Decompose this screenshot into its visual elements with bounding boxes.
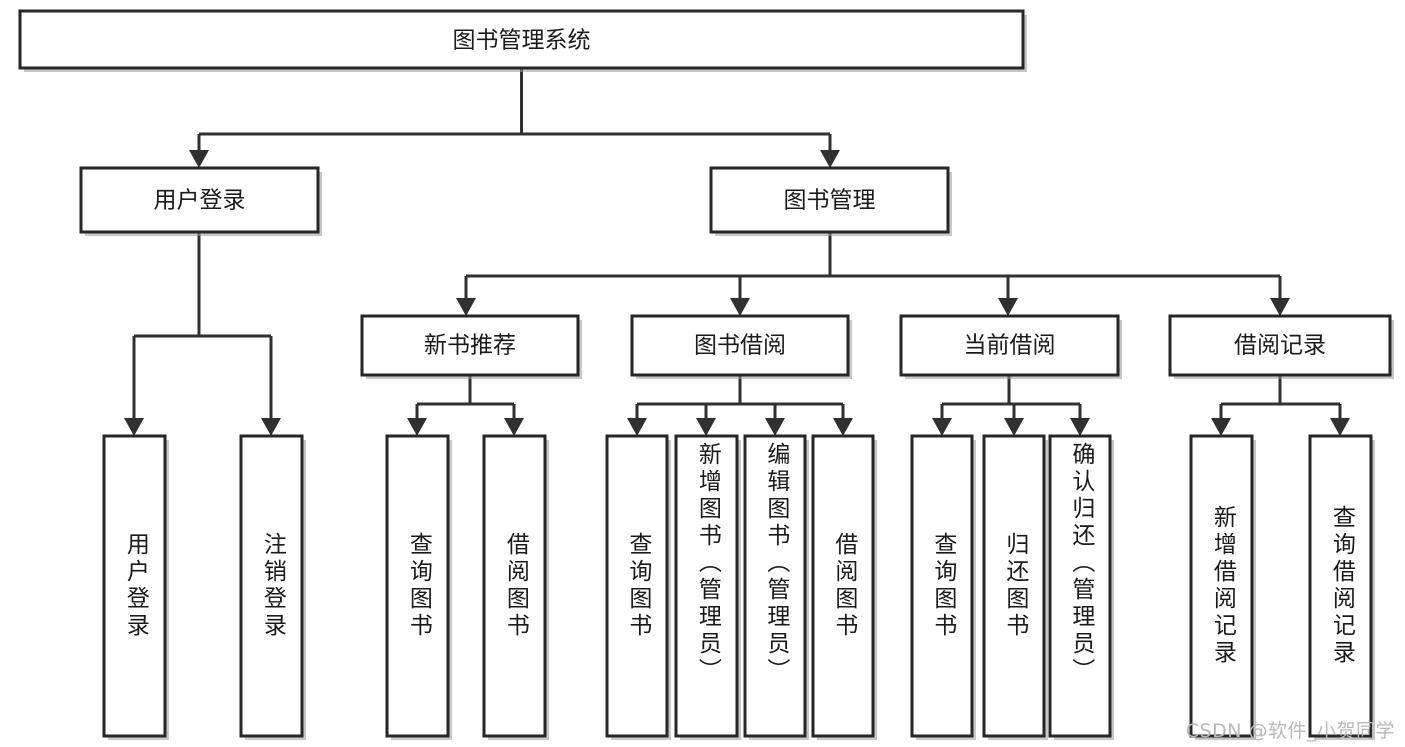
leaf-box bbox=[982, 434, 1046, 738]
leaf-boxes bbox=[102, 434, 1375, 740]
arrowhead-new-book-recommend bbox=[456, 298, 476, 316]
arrowhead-leaf-add-book-admin bbox=[696, 418, 716, 436]
node-leaf-add-borrow-record[interactable] bbox=[1189, 434, 1256, 740]
node-current-borrow-label: 当前借阅 bbox=[964, 333, 1056, 359]
node-borrow-record[interactable]: 借阅记录 bbox=[1168, 314, 1394, 379]
node-borrow-record-box bbox=[1168, 314, 1392, 377]
leaf-box bbox=[385, 434, 450, 738]
connector-group-current-borrow bbox=[932, 375, 1090, 436]
node-new-book-recommend-label: 新书推荐 bbox=[424, 333, 516, 359]
node-borrow-record-label: 借阅记录 bbox=[1234, 333, 1326, 359]
node-leaf-logout-login[interactable] bbox=[239, 434, 306, 740]
arrowhead-leaf-return-book bbox=[1004, 418, 1024, 436]
node-leaf-borrow-book[interactable] bbox=[811, 434, 877, 740]
connector-group-borrow-record bbox=[1211, 375, 1350, 436]
arrowhead-leaf-add-borrow-record bbox=[1211, 418, 1231, 436]
arrowhead-leaf-query-book-borrow bbox=[627, 418, 647, 436]
node-new-book-recommend[interactable]: 新书推荐 bbox=[360, 314, 582, 379]
node-root-box bbox=[18, 9, 1025, 70]
node-book-management-label: 图书管理 bbox=[784, 188, 876, 214]
arrowhead-leaf-query-book-current bbox=[932, 418, 952, 436]
arrowhead-leaf-query-borrow-record bbox=[1330, 418, 1350, 436]
node-leaf-add-book-admin[interactable] bbox=[674, 434, 741, 740]
arrowhead-leaf-query-book-recommend bbox=[407, 418, 427, 436]
node-leaf-query-borrow-record[interactable] bbox=[1308, 434, 1375, 740]
leaf-box bbox=[605, 434, 669, 738]
leaf-box bbox=[239, 434, 304, 738]
leaf-box bbox=[102, 434, 167, 738]
connector-group-root bbox=[189, 68, 840, 168]
leaf-box bbox=[1308, 434, 1373, 738]
connector-group-new-book-recommend bbox=[407, 375, 524, 436]
leaf-box bbox=[1048, 434, 1112, 738]
leaf-box bbox=[811, 434, 875, 738]
connector-group-book-management bbox=[456, 232, 1290, 316]
node-current-borrow[interactable]: 当前借阅 bbox=[899, 314, 1122, 379]
leaf-box bbox=[743, 434, 807, 738]
arrowhead-leaf-user-login bbox=[124, 418, 144, 436]
node-leaf-query-book-borrow[interactable] bbox=[605, 434, 671, 740]
node-leaf-user-login[interactable] bbox=[102, 434, 169, 740]
node-leaf-return-book[interactable] bbox=[982, 434, 1048, 740]
node-book-borrow-label: 图书借阅 bbox=[694, 333, 786, 359]
node-book-borrow-box bbox=[630, 314, 850, 377]
node-current-borrow-box bbox=[899, 314, 1120, 377]
node-book-management-box bbox=[709, 166, 950, 234]
arrowhead-book-borrow bbox=[730, 298, 750, 316]
connector-group-user-login bbox=[124, 232, 281, 436]
node-leaf-edit-book-admin[interactable] bbox=[743, 434, 809, 740]
leaf-box bbox=[674, 434, 739, 738]
leaf-box bbox=[482, 434, 547, 738]
csdn-watermark: CSDN @软件_小贺同学 bbox=[1185, 720, 1395, 742]
arrowhead-user-login bbox=[189, 150, 209, 168]
node-root[interactable]: 图书管理系统 bbox=[18, 9, 1027, 72]
node-leaf-query-book-recommend[interactable] bbox=[385, 434, 452, 740]
arrowhead-borrow-record bbox=[1270, 298, 1290, 316]
node-root-label: 图书管理系统 bbox=[453, 28, 591, 54]
arrowhead-leaf-borrow-book bbox=[833, 418, 853, 436]
arrowhead-leaf-edit-book-admin bbox=[765, 418, 785, 436]
leaf-box bbox=[910, 434, 974, 738]
node-leaf-query-book-current[interactable] bbox=[910, 434, 976, 740]
leaf-box bbox=[1189, 434, 1254, 738]
arrowhead-current-borrow bbox=[998, 298, 1018, 316]
node-book-borrow[interactable]: 图书借阅 bbox=[630, 314, 852, 379]
node-new-book-recommend-box bbox=[360, 314, 580, 377]
arrowhead-book-management bbox=[820, 150, 840, 168]
node-user-login-box bbox=[79, 166, 320, 234]
arrowhead-leaf-confirm-return-admin bbox=[1070, 418, 1090, 436]
node-user-login-label: 用户登录 bbox=[154, 188, 246, 214]
node-leaf-borrow-book-recommend[interactable] bbox=[482, 434, 549, 740]
node-user-login[interactable]: 用户登录 bbox=[79, 166, 322, 236]
node-leaf-confirm-return-admin[interactable] bbox=[1048, 434, 1114, 740]
node-book-management[interactable]: 图书管理 bbox=[709, 166, 952, 236]
arrowhead-leaf-logout-login bbox=[261, 418, 281, 436]
arrowhead-leaf-borrow-book-recommend bbox=[504, 418, 524, 436]
connector-group-book-borrow bbox=[627, 375, 853, 436]
